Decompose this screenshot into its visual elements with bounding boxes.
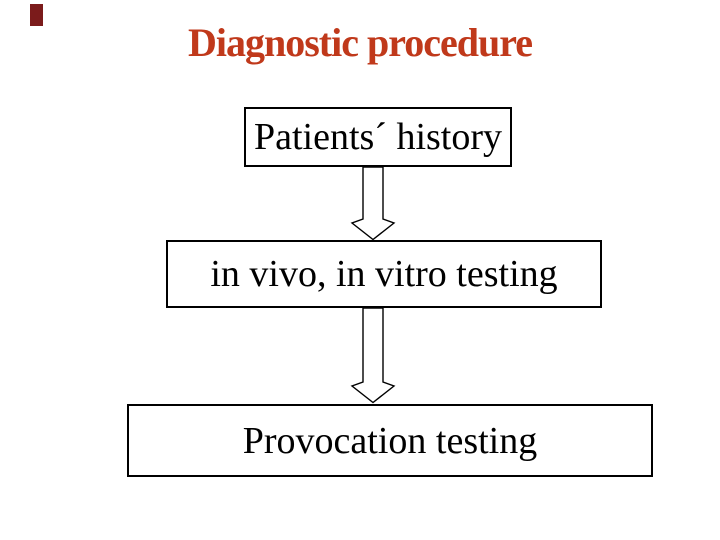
flow-box-patients-history: Patients´ history: [244, 107, 512, 167]
flow-box-patients-history-label: Patients´ history: [253, 116, 503, 158]
flow-box-provocation-testing-label: Provocation testing: [242, 419, 538, 462]
flow-box-provocation-testing: Provocation testing: [127, 404, 653, 477]
slide-corner-marker: [30, 4, 43, 26]
down-arrow-icon: [350, 166, 396, 241]
slide-title: Diagnostic procedure: [187, 20, 533, 65]
down-arrow-icon: [350, 307, 396, 404]
flow-box-in-vivo-in-vitro-label: in vivo, in vitro testing: [210, 253, 558, 295]
flow-box-in-vivo-in-vitro: in vivo, in vitro testing: [166, 240, 602, 308]
